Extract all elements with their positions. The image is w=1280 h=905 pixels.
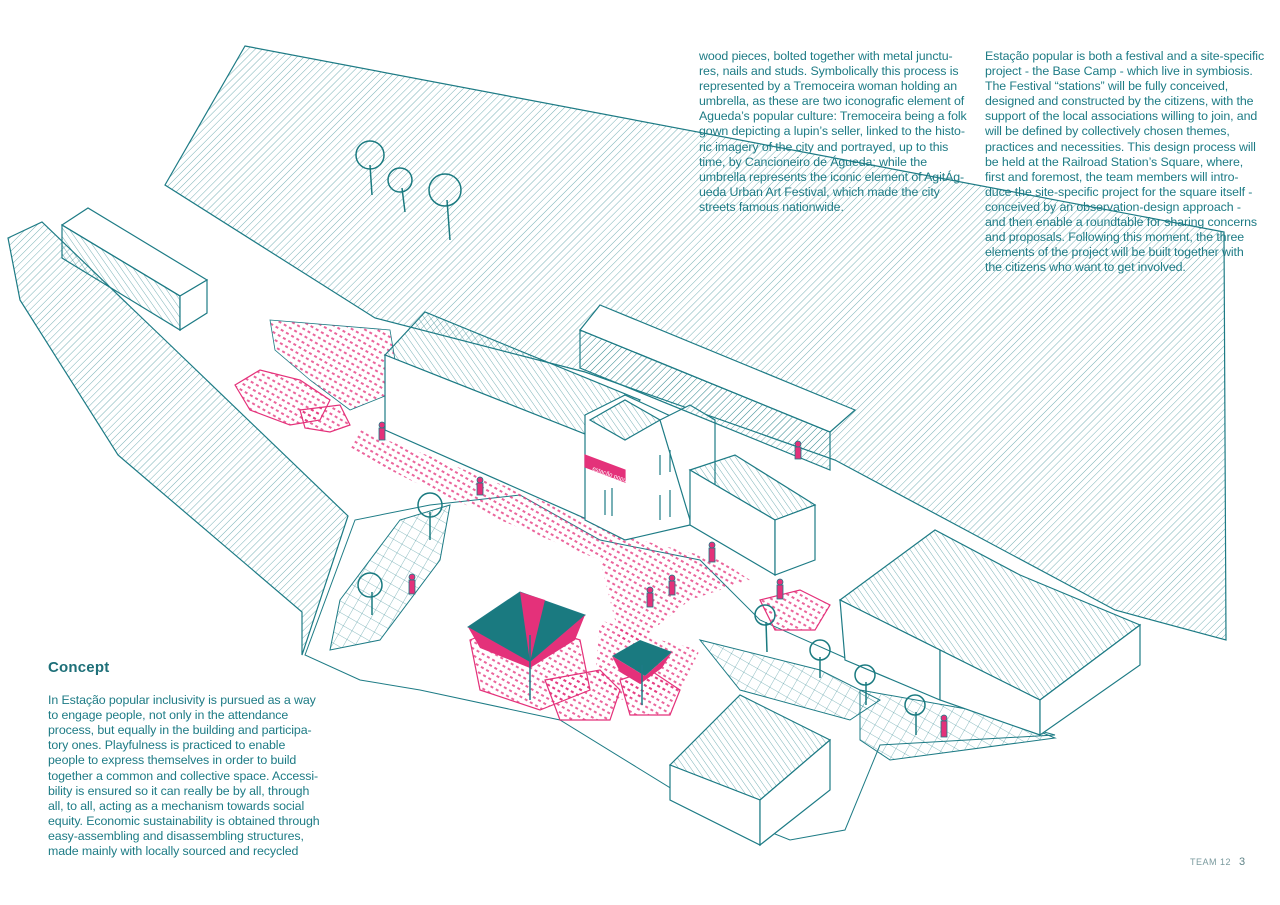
text-line: designed and constructed by the citizens… xyxy=(985,94,1254,109)
right-house xyxy=(838,529,1142,737)
text-line: ric imagery of the city and portrayed, u… xyxy=(699,139,949,154)
team-label: TEAM 12 xyxy=(1190,857,1232,867)
text-line: conceived by an observation-design appro… xyxy=(985,199,1241,214)
text-line: and proposals. Following this moment, th… xyxy=(985,230,1245,245)
text-line: In Estação popular inclusivity is pursue… xyxy=(48,693,316,708)
text-line: be held at the Railroad Station’s Square… xyxy=(985,154,1244,169)
text-line: res, nails and studs. Symbolically this … xyxy=(699,64,959,79)
text-line: will be defined by collectively chosen t… xyxy=(985,124,1230,139)
body-text-column-right: Estação popular is both a festival and a… xyxy=(985,49,1265,275)
text-line: Agueda’s popular culture: Tremoceira bei… xyxy=(699,109,967,124)
text-line: people to express themselves in order to… xyxy=(48,753,297,768)
page-number: 3 xyxy=(1239,856,1246,868)
text-line: umbrella, as these are two iconografic e… xyxy=(699,94,965,109)
text-line: gown depicting a lupin’s seller, linked … xyxy=(699,124,965,139)
body-text-column-middle: wood pieces, bolted together with metal … xyxy=(699,49,969,215)
text-line: the citizens who want to get involved. xyxy=(985,260,1186,275)
page-footer: TEAM 12 3 xyxy=(1190,856,1246,868)
text-line: equity. Economic sustainability is obtai… xyxy=(48,813,320,828)
text-line: easy-assembling and disassembling struct… xyxy=(48,828,304,843)
text-line: all, to all, acting as a mechanism towar… xyxy=(48,798,305,813)
station-building: estação popular xyxy=(383,304,857,577)
text-line: streets famous nationwide. xyxy=(699,199,844,214)
text-line: represented by a Tremoceira woman holdin… xyxy=(699,79,958,94)
text-line: time, by Cancioneiro de Águeda; while th… xyxy=(699,154,928,169)
people xyxy=(378,421,948,738)
text-line: tory ones. Playfulness is practiced to e… xyxy=(48,738,286,753)
text-line: elements of the project will be built to… xyxy=(985,245,1244,260)
text-line: ueda Urban Art Festival, which made the … xyxy=(699,184,940,199)
text-line: project - the Base Camp - which live in … xyxy=(985,64,1253,79)
text-line: Estação popular is both a festival and a… xyxy=(985,49,1265,63)
text-line: to engage people, not only in the attend… xyxy=(48,708,289,723)
text-line: process, but equally in the building and… xyxy=(48,723,312,738)
concept-section: Concept In Estação popular inclusivity i… xyxy=(48,659,320,859)
text-line: duce the site-specific project for the s… xyxy=(985,184,1253,199)
text-line: support of the local associations willin… xyxy=(985,109,1258,124)
trees xyxy=(355,140,926,735)
concept-heading: Concept xyxy=(48,659,110,676)
left-shed xyxy=(60,207,209,332)
text-line: first and foremost, the team members wil… xyxy=(985,169,1239,184)
text-line: The Festival “stations” will be fully co… xyxy=(985,79,1229,94)
text-line: umbrella represents the iconic element o… xyxy=(699,169,965,184)
text-line: wood pieces, bolted together with metal … xyxy=(699,49,953,63)
text-line: practices and necessities. This design p… xyxy=(985,139,1256,154)
text-line: bility is ensured so it can really be by… xyxy=(48,783,310,798)
bottom-house xyxy=(668,694,832,847)
umbrellas xyxy=(467,591,672,705)
text-line: made mainly with locally sourced and rec… xyxy=(48,844,299,859)
text-line: and then enable a roundtable for sharing… xyxy=(985,215,1258,230)
text-line: together a common and collective space. … xyxy=(48,768,318,783)
